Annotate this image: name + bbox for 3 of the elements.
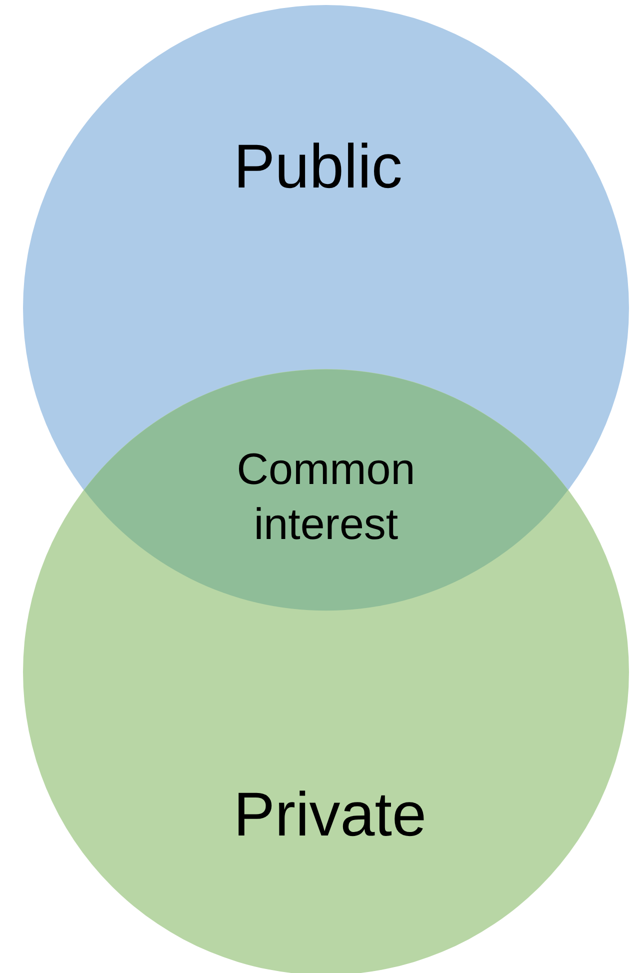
circle-label: Private — [234, 779, 426, 852]
circle-label: Common interest — [236, 444, 416, 551]
circle-label: Public — [234, 131, 402, 204]
